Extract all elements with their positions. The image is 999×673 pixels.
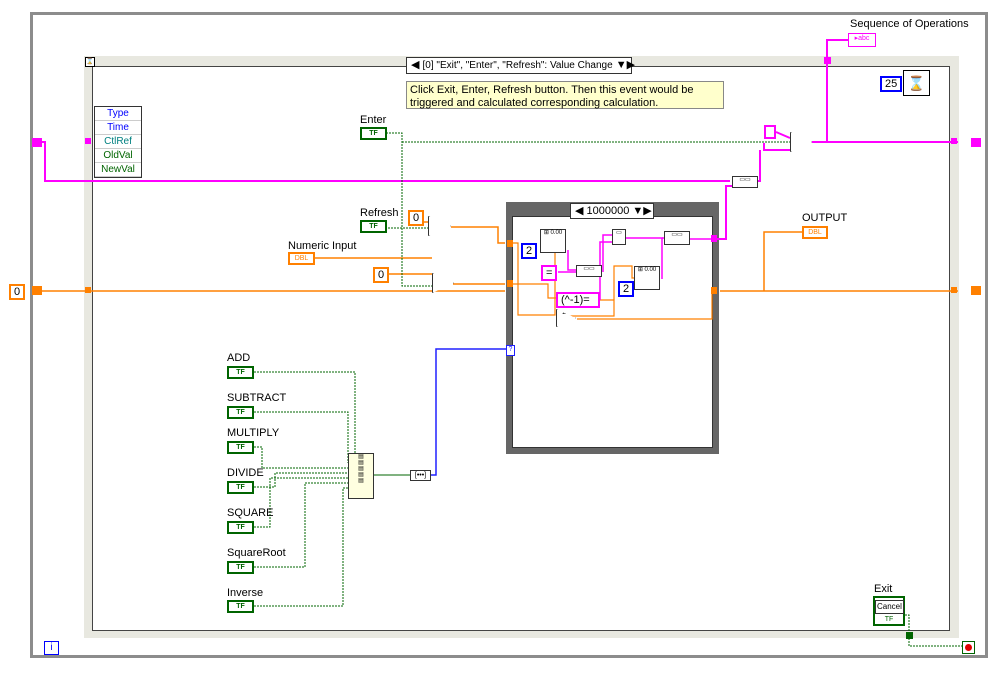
string-tunnel-left [85, 138, 91, 144]
divide-label: DIVIDE [227, 467, 264, 479]
concatenate-b: ▭ [612, 229, 626, 245]
divide-terminal[interactable]: TF [227, 481, 254, 494]
two-constant-b[interactable]: 2 [618, 281, 635, 297]
event-oldval: OldVal [95, 149, 141, 163]
timeout-hourglass-icon: ⌛ [903, 70, 930, 96]
string-shift-register-right [971, 138, 981, 147]
exit-tf: TF [884, 616, 894, 623]
iteration-terminal: i [44, 641, 59, 655]
refresh-terminal[interactable]: TF [360, 220, 387, 233]
timeout-constant[interactable]: 25 [880, 76, 903, 92]
loop-stop-terminal[interactable] [962, 641, 975, 654]
case-tunnel-orange-a [507, 240, 513, 247]
event-ctlref: CtlRef [95, 135, 141, 149]
event-case-selector[interactable]: ◀ [0] "Exit", "Enter", "Refresh": Value … [406, 57, 636, 74]
event-case-label: [0] "Exit", "Enter", "Refresh": Value Ch… [422, 60, 613, 71]
sequence-indicator[interactable]: ▸abc [848, 33, 876, 47]
event-data-node: Type Time CtlRef OldVal NewVal [94, 106, 142, 178]
subtract-terminal[interactable]: TF [227, 406, 254, 419]
while-loop-frame [30, 12, 988, 658]
event-newval: NewVal [95, 163, 141, 177]
case-label: 1000000 [586, 205, 630, 217]
square-label: SQUARE [227, 507, 274, 519]
number-to-string-a: ⊞ 0.00 [540, 229, 566, 253]
case-tunnel-orange-out [711, 287, 717, 294]
case-left-arrow[interactable]: ◀ [575, 205, 584, 217]
square-terminal[interactable]: TF [227, 521, 254, 534]
stop-icon [965, 644, 972, 651]
case-dropdown-arrow[interactable]: ▼▶ [632, 205, 652, 217]
event-description-note: Click Exit, Enter, Refresh button. Then … [406, 81, 724, 109]
numeric-input-label: Numeric Input [288, 240, 357, 252]
numeric-shift-register-right [971, 286, 981, 295]
numeric-tunnel-right [951, 287, 957, 293]
initial-value-constant[interactable]: 0 [9, 284, 26, 300]
string-tunnel-right [951, 138, 957, 144]
string-shift-register-left [32, 138, 42, 147]
zero-constant-b[interactable]: 0 [373, 267, 390, 283]
output-label: OUTPUT [802, 212, 848, 224]
selector-dropdown-arrow[interactable]: ▼▶ [615, 59, 636, 71]
case-tunnel-string-out [711, 235, 717, 242]
exit-tunnel-bottom [906, 632, 913, 639]
concatenate-function: ▭▭ [732, 176, 758, 188]
refresh-label: Refresh [360, 207, 399, 219]
sequence-tunnel-top [824, 57, 831, 64]
build-array-function: ▤▤▤▤▤ [348, 453, 374, 499]
add-terminal[interactable]: TF [227, 366, 254, 379]
event-time: Time [95, 121, 141, 135]
enter-label: Enter [360, 114, 387, 126]
two-constant-a[interactable]: 2 [521, 243, 538, 259]
exit-label: Exit [874, 583, 893, 595]
sequence-label: Sequence of Operations [850, 18, 969, 30]
concatenate-c: ▭▭ [664, 231, 690, 245]
zero-constant-a[interactable]: 0 [408, 210, 425, 226]
event-structure-icon: ⌛ [85, 57, 95, 67]
output-indicator[interactable]: DBL [802, 226, 828, 239]
multiply-terminal[interactable]: TF [227, 441, 254, 454]
boolean-array-to-number: [•••] [410, 470, 431, 481]
empty-string-constant[interactable] [764, 125, 776, 139]
exit-button-terminal[interactable]: Cancel TF [873, 596, 905, 626]
cancel-button-label: Cancel [875, 600, 904, 614]
enter-terminal[interactable]: TF [360, 127, 387, 140]
squareroot-terminal[interactable]: TF [227, 561, 254, 574]
numeric-shift-register-left [32, 286, 42, 295]
case-structure-inner [512, 216, 713, 448]
power-string-constant[interactable]: (^-1)= [556, 292, 600, 308]
event-type: Type [95, 107, 141, 121]
numeric-input-terminal[interactable]: DBL [288, 252, 315, 265]
case-tunnel-orange-b [507, 280, 513, 287]
numeric-tunnel-left [85, 287, 91, 293]
number-to-string-b: ⊞ 0.00 [634, 266, 660, 290]
inverse-label: Inverse [227, 587, 264, 599]
multiply-label: MULTIPLY [227, 427, 280, 439]
concatenate-a: ▭▭ [576, 265, 602, 277]
selector-left-arrow[interactable]: ◀ [411, 59, 420, 71]
add-label: ADD [227, 352, 251, 364]
case-selector-terminal: ? [506, 345, 515, 356]
case-selector[interactable]: ◀ 1000000 ▼▶ [570, 203, 654, 219]
squareroot-label: SquareRoot [227, 547, 286, 559]
subtract-label: SUBTRACT [227, 392, 287, 404]
inverse-terminal[interactable]: TF [227, 600, 254, 613]
equals-string-constant[interactable]: = [541, 265, 557, 281]
